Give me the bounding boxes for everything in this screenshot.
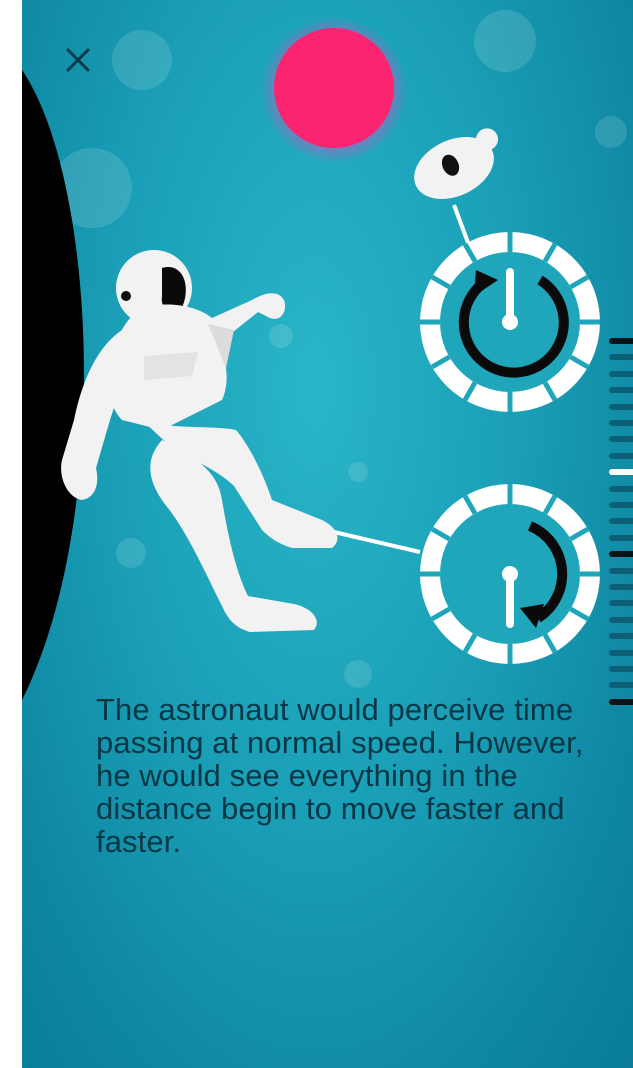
clockwise-arrow-icon [527, 521, 568, 623]
progress-tick[interactable] [609, 551, 633, 557]
progress-tick-current[interactable] [609, 469, 633, 475]
story-progress-track[interactable] [609, 338, 633, 718]
pink-sun [274, 28, 394, 148]
progress-tick[interactable] [609, 666, 633, 672]
astronaut-scene [22, 70, 600, 700]
bubble [112, 30, 172, 90]
foot-clock [420, 484, 600, 664]
progress-tick[interactable] [609, 584, 633, 590]
progress-tick[interactable] [609, 518, 633, 524]
probe [414, 128, 498, 199]
progress-tick[interactable] [609, 453, 633, 459]
helmet-clock [420, 232, 600, 412]
bubble [344, 660, 372, 688]
progress-tick[interactable] [609, 436, 633, 442]
progress-tick[interactable] [609, 699, 633, 705]
bubble [116, 538, 146, 568]
clockwise-arrow-icon [458, 275, 569, 378]
close-icon[interactable] [63, 45, 93, 75]
progress-tick[interactable] [609, 650, 633, 656]
progress-tick[interactable] [609, 502, 633, 508]
bubble [348, 462, 368, 482]
astronaut [61, 250, 338, 632]
foot-tether [333, 530, 421, 554]
progress-tick[interactable] [609, 633, 633, 639]
helmet-visor [161, 267, 186, 312]
close-button[interactable] [58, 40, 98, 80]
progress-tick[interactable] [609, 371, 633, 377]
progress-tick[interactable] [609, 617, 633, 623]
bubble [474, 10, 536, 72]
progress-tick[interactable] [609, 568, 633, 574]
progress-tick[interactable] [609, 420, 633, 426]
progress-tick[interactable] [609, 535, 633, 541]
black-hole-edge [22, 70, 85, 700]
progress-tick[interactable] [609, 486, 633, 492]
progress-tick[interactable] [609, 682, 633, 688]
progress-tick[interactable] [609, 338, 633, 344]
progress-tick[interactable] [609, 387, 633, 393]
bubble [595, 116, 627, 148]
bubble [269, 324, 293, 348]
helmet-tether [452, 204, 472, 249]
progress-tick[interactable] [609, 404, 633, 410]
progress-tick[interactable] [609, 600, 633, 606]
progress-tick[interactable] [609, 354, 633, 360]
story-narration: The astronaut would perceive time passin… [96, 692, 584, 859]
story-screen: The astronaut would perceive time passin… [22, 0, 633, 1068]
